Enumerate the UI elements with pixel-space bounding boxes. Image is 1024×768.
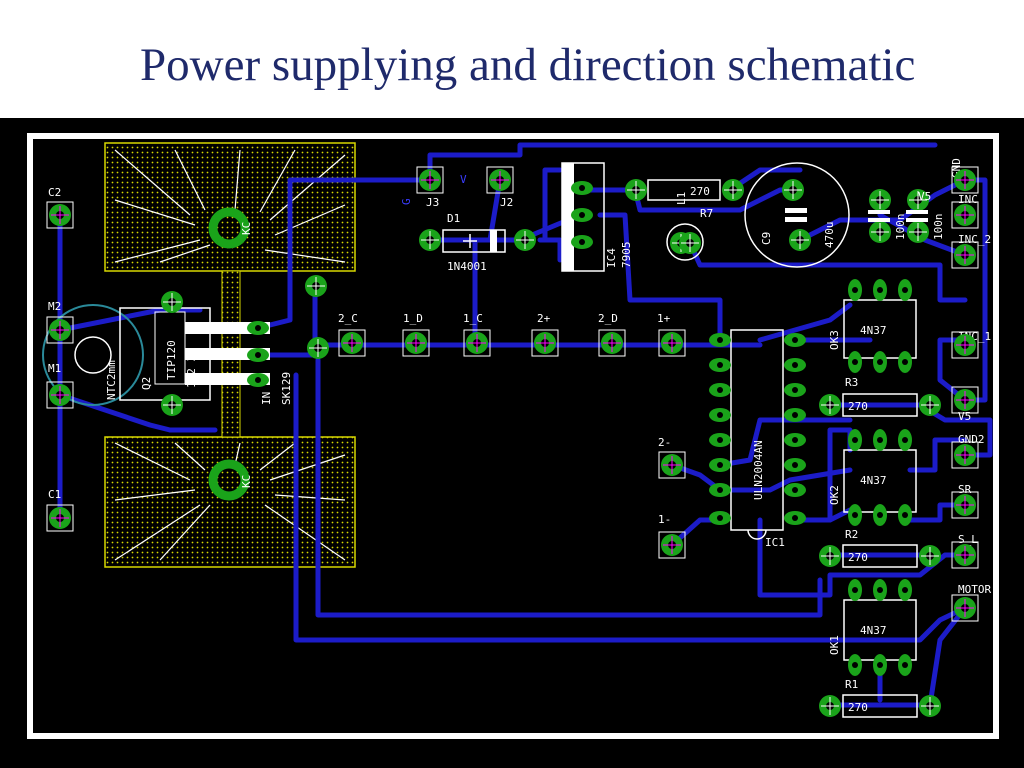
sk129-label: SK129 bbox=[280, 372, 293, 405]
right-connectors: GND INC INC_2 INC_1 V5 GND2 SR S_L MOTOR bbox=[950, 158, 991, 622]
pad-1d-label: 1_D bbox=[403, 312, 423, 325]
c9-label: C9 bbox=[760, 232, 773, 245]
r3-resistor: R3 270 bbox=[818, 376, 942, 417]
optocoupler-ok2: 4N37 OK2 bbox=[828, 429, 917, 526]
d1-label: D1 bbox=[447, 212, 460, 225]
power-input-connectors: J3 J2 V G bbox=[400, 166, 514, 209]
motor-label: MOTOR bbox=[958, 583, 991, 596]
optocoupler-ok1: 4N37 OK1 bbox=[828, 579, 917, 676]
ok1-label: OK1 bbox=[828, 635, 841, 655]
m2-label: M2 bbox=[48, 300, 61, 313]
inc2-label: INC_2 bbox=[958, 233, 991, 246]
r2-label: R2 bbox=[845, 528, 858, 541]
sk-label: IN bbox=[260, 392, 273, 405]
v-label: V bbox=[460, 173, 467, 186]
r7-value-label: 270 bbox=[690, 185, 710, 198]
j2-label: J2 bbox=[500, 196, 513, 209]
pad-2c-label: 2_C bbox=[338, 312, 358, 325]
pad-2d-label: 2_D bbox=[598, 312, 618, 325]
sr-label: SR bbox=[958, 483, 972, 496]
m1-label: M1 bbox=[48, 362, 61, 375]
g-label: G bbox=[400, 198, 413, 205]
ntc-label: NTC2mm bbox=[105, 360, 118, 400]
ok2-part-label: 4N37 bbox=[860, 474, 887, 487]
ic4-part-label: 7905 bbox=[620, 242, 633, 269]
pad-1plus-label: 1+ bbox=[657, 312, 671, 325]
slide-title: Power supplying and direction schematic bbox=[140, 39, 916, 91]
ok2-label: OK2 bbox=[828, 485, 841, 505]
v5-label: V5 bbox=[958, 410, 971, 423]
ceramic-capacitors: 100n 100n V5 bbox=[868, 188, 945, 244]
ok1-part-label: 4N37 bbox=[860, 624, 887, 637]
gnd2-label: GND2 bbox=[958, 433, 985, 446]
led bbox=[666, 223, 704, 261]
c1-label: C1 bbox=[48, 488, 61, 501]
r2-resistor: R2 270 bbox=[818, 528, 942, 568]
d1-diode: D1 1N4001 bbox=[418, 212, 537, 273]
heatsink-top: KC bbox=[104, 142, 356, 272]
sl-label: S_L bbox=[958, 533, 978, 546]
ok3-label: OK3 bbox=[828, 330, 841, 350]
c9-value-label: 470u bbox=[823, 222, 836, 249]
q2-transistor: Q2 TIP120 1 2 3 B4 NTC2mm IN SK129 bbox=[42, 290, 293, 417]
ic4-regulator: IC4 7905 bbox=[561, 162, 633, 272]
heatsink-bottom-label: KC bbox=[240, 475, 253, 488]
q2-part-label: TIP120 bbox=[165, 340, 178, 380]
c5-label: 100n bbox=[894, 214, 907, 241]
c6-label: 100n bbox=[932, 214, 945, 241]
ic4-label: IC4 bbox=[605, 248, 618, 268]
v5-top-label: V5 bbox=[918, 190, 931, 203]
board-outline bbox=[27, 133, 999, 739]
q2-label: Q2 bbox=[140, 377, 153, 390]
inc-label: INC bbox=[958, 193, 978, 206]
pad-1c-label: 1_C bbox=[463, 312, 483, 325]
ic1-part-label: ULN2004AN bbox=[752, 440, 765, 500]
l1-label: L1 bbox=[675, 192, 688, 205]
ok3-part-label: 4N37 bbox=[860, 324, 887, 337]
d1-part-label: 1N4001 bbox=[447, 260, 487, 273]
r7-label: R7 bbox=[700, 207, 713, 220]
left-connectors: C2 M2 M1 C1 bbox=[46, 186, 74, 532]
pad-1minus-label: 1- bbox=[658, 513, 671, 526]
pad-2minus-label: 2- bbox=[658, 436, 671, 449]
c2-label: C2 bbox=[48, 186, 61, 199]
optocoupler-ok3: 4N37 OK3 bbox=[828, 279, 917, 373]
heatsink-top-label: KC bbox=[240, 222, 253, 235]
ic1-label: IC1 bbox=[765, 536, 785, 549]
r7-resistor: 270 R7 L1 bbox=[624, 178, 745, 220]
r1-value-label: 270 bbox=[848, 701, 868, 714]
r3-value-label: 270 bbox=[848, 400, 868, 413]
r1-label: R1 bbox=[845, 678, 858, 691]
ic1-uln2004: ULN2004AN IC1 bbox=[709, 329, 806, 549]
pad-2plus-label: 2+ bbox=[537, 312, 551, 325]
j3-label: J3 bbox=[426, 196, 439, 209]
r3-label: R3 bbox=[845, 376, 858, 389]
c9-capacitor: C9 470u bbox=[744, 162, 850, 268]
r2-value-label: 270 bbox=[848, 551, 868, 564]
r1-resistor: R1 270 bbox=[818, 678, 942, 718]
pad-row: 2_C 1_D 1_C 2+ 2_D 1+ 2- 1- bbox=[304, 274, 686, 559]
